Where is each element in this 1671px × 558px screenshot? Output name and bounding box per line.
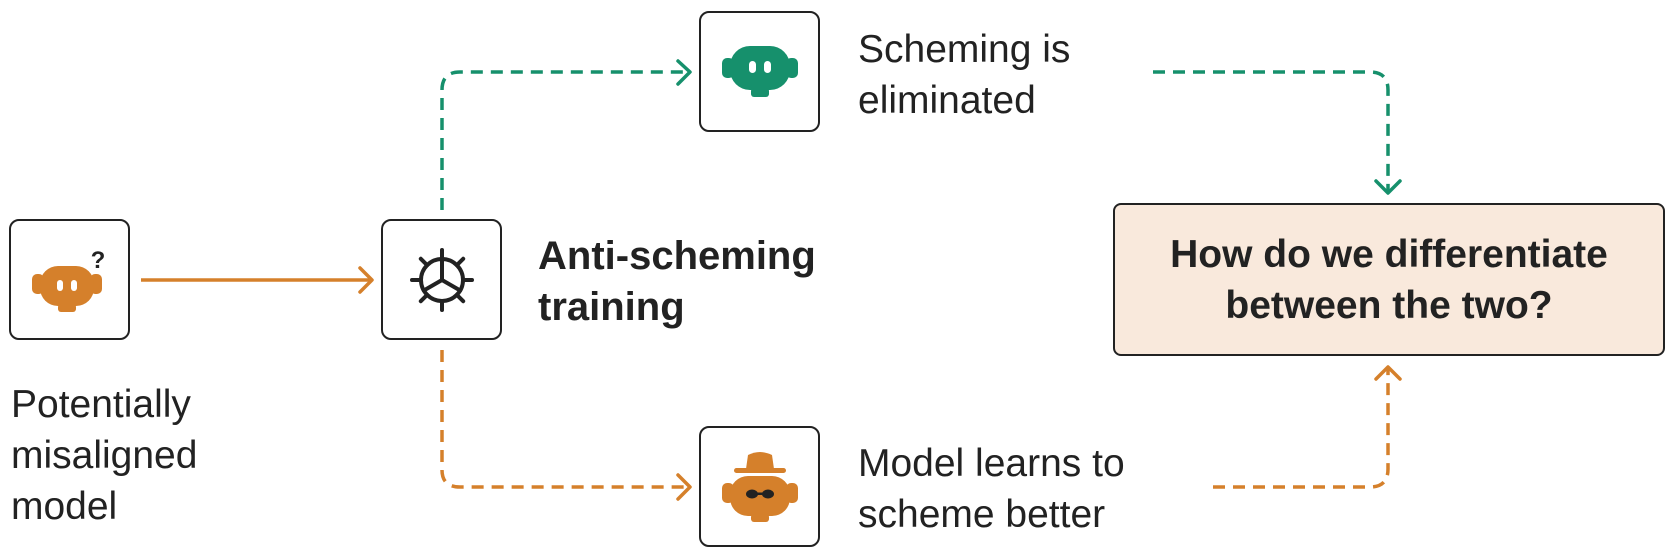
eliminated-label: Scheming is eliminated <box>858 24 1070 126</box>
question-text-line: between the two? <box>1225 283 1553 327</box>
start-label-line: misaligned <box>11 434 198 477</box>
confused-robot-icon: ? <box>31 247 105 312</box>
node-eliminated <box>699 11 820 132</box>
question-box: How do we differentiate between the two? <box>1113 203 1665 356</box>
arrow-training-to-eliminated <box>440 59 692 210</box>
arrow-scheme-better-to-question <box>1213 365 1402 489</box>
question-text-line: How do we differentiate <box>1170 232 1608 276</box>
scheme-better-label-line: Model learns to <box>858 442 1125 485</box>
start-label: Potentially misaligned model <box>11 379 197 532</box>
node-start: ? <box>9 219 130 340</box>
arrow-training-to-scheme-better <box>440 350 692 501</box>
gear-icon <box>409 247 474 312</box>
training-label-line: Anti-scheming <box>538 234 816 278</box>
node-training <box>381 219 502 340</box>
disguised-robot-icon <box>721 451 798 522</box>
svg-text:?: ? <box>90 247 105 274</box>
training-label: Anti-scheming training <box>538 231 816 333</box>
happy-robot-icon <box>721 45 798 97</box>
scheme-better-label: Model learns to scheme better <box>858 438 1125 540</box>
arrow-eliminated-to-question <box>1153 70 1402 195</box>
question-text: How do we differentiate between the two? <box>1129 229 1649 331</box>
start-label-line: Potentially <box>11 383 191 426</box>
node-scheme-better <box>699 426 820 547</box>
training-label-line: training <box>538 285 685 329</box>
start-label-line: model <box>11 485 118 528</box>
eliminated-label-line: Scheming is <box>858 28 1071 71</box>
eliminated-label-line: eliminated <box>858 79 1036 122</box>
scheme-better-label-line: scheme better <box>858 493 1106 536</box>
arrow-start-to-training <box>141 266 374 294</box>
